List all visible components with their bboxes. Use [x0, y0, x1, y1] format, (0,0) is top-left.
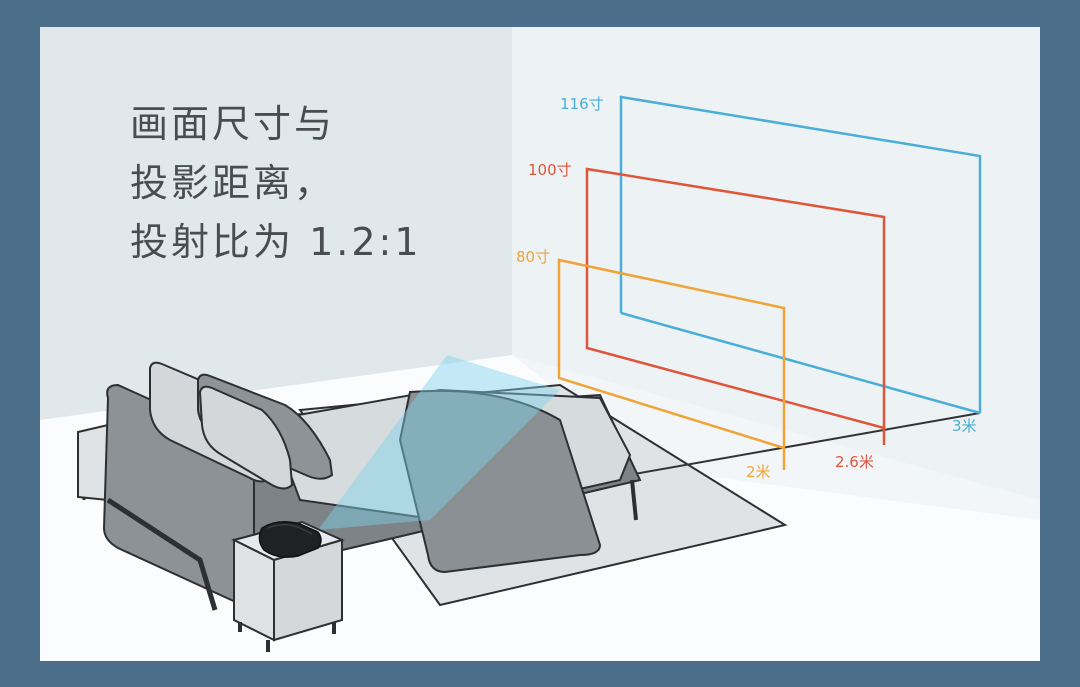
distance-label-2-6m: 2.6米	[835, 453, 874, 471]
projector	[258, 521, 322, 558]
screen-80	[557, 258, 786, 470]
size-label-80: 80寸	[516, 248, 551, 266]
distance-label-2m: 2米	[746, 463, 771, 481]
room-illustration	[40, 27, 1040, 661]
size-label-100: 100寸	[528, 161, 572, 179]
distance-label-3m: 3米	[952, 417, 977, 435]
title-line-3: 投射比为 1.2:1	[130, 220, 422, 264]
bed	[102, 361, 642, 611]
size-label-116: 116寸	[560, 95, 604, 113]
screen-100	[585, 167, 886, 445]
page-title: 画面尺寸与 投影距离， 投射比为 1.2:1	[130, 95, 422, 272]
title-line-2: 投影距离，	[130, 161, 336, 205]
floor-shadow	[512, 355, 1040, 520]
left-wall	[40, 27, 512, 420]
distance-line	[599, 412, 981, 481]
left-nightstand	[77, 423, 109, 502]
title-line-1: 画面尺寸与	[130, 102, 336, 146]
illustration-panel: 画面尺寸与 投影距离， 投射比为 1.2:1 116寸 100寸 80寸 3米 …	[40, 27, 1040, 661]
screen-116	[619, 95, 982, 415]
projection-beam	[318, 355, 560, 530]
